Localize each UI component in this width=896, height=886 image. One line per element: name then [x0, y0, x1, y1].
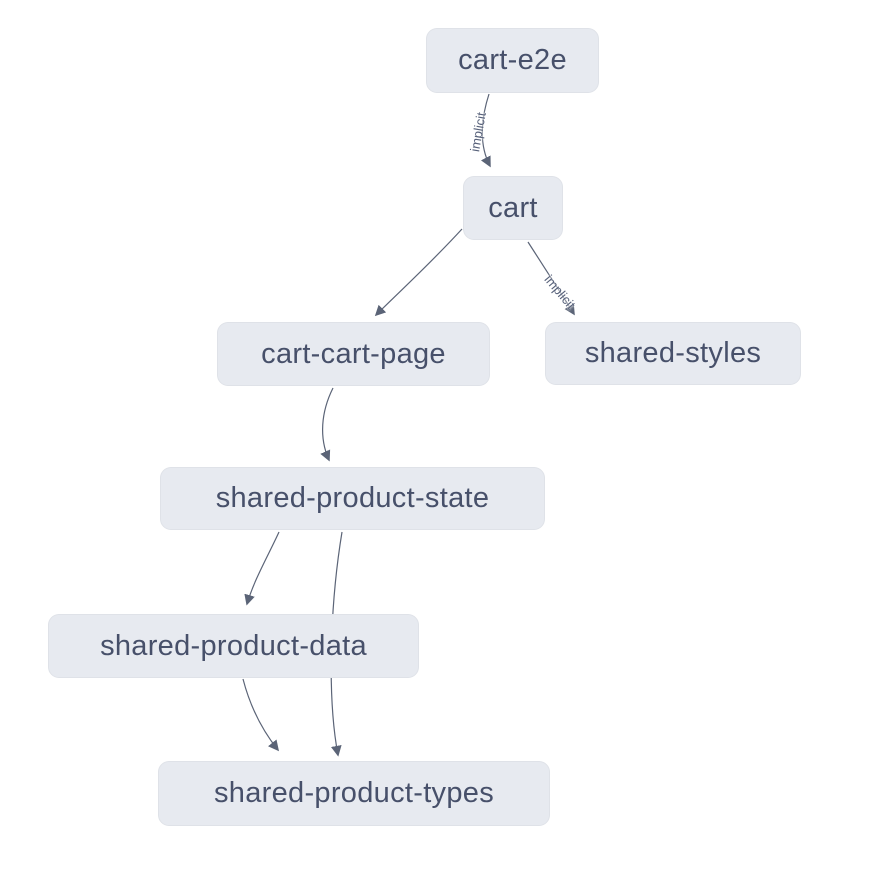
- node-label: shared-product-types: [213, 777, 495, 809]
- node-label: shared-product-data: [100, 629, 367, 662]
- edge-cart-to-cart-cart-page: [374, 228, 463, 317]
- node-label: shared-styles: [584, 337, 762, 369]
- edge-shared-product-state-to-shared-product-data: [244, 531, 280, 606]
- edge-cart-to-shared-styles: [527, 241, 575, 316]
- node-label: cart-e2e: [458, 44, 567, 76]
- node-label: cart-cart-page: [261, 337, 446, 370]
- node-shared-styles[interactable]: shared-styles: [545, 322, 801, 385]
- edge-cart-e2e-to-cart: [480, 93, 491, 168]
- node-label: cart: [488, 191, 538, 224]
- node-shared-product-types[interactable]: shared-product-types: [158, 761, 550, 826]
- node-cart-e2e[interactable]: cart-e2e: [426, 28, 599, 93]
- edge-shared-product-data-to-shared-product-types: [242, 678, 280, 752]
- node-label: shared-product-state: [215, 482, 490, 514]
- node-cart[interactable]: cart: [463, 176, 563, 240]
- edge-cart-cart-page-to-shared-product-state: [320, 387, 334, 462]
- node-cart-cart-page[interactable]: cart-cart-page: [217, 322, 490, 386]
- node-shared-product-state[interactable]: shared-product-state: [160, 467, 545, 530]
- node-shared-product-data[interactable]: shared-product-data: [48, 614, 419, 678]
